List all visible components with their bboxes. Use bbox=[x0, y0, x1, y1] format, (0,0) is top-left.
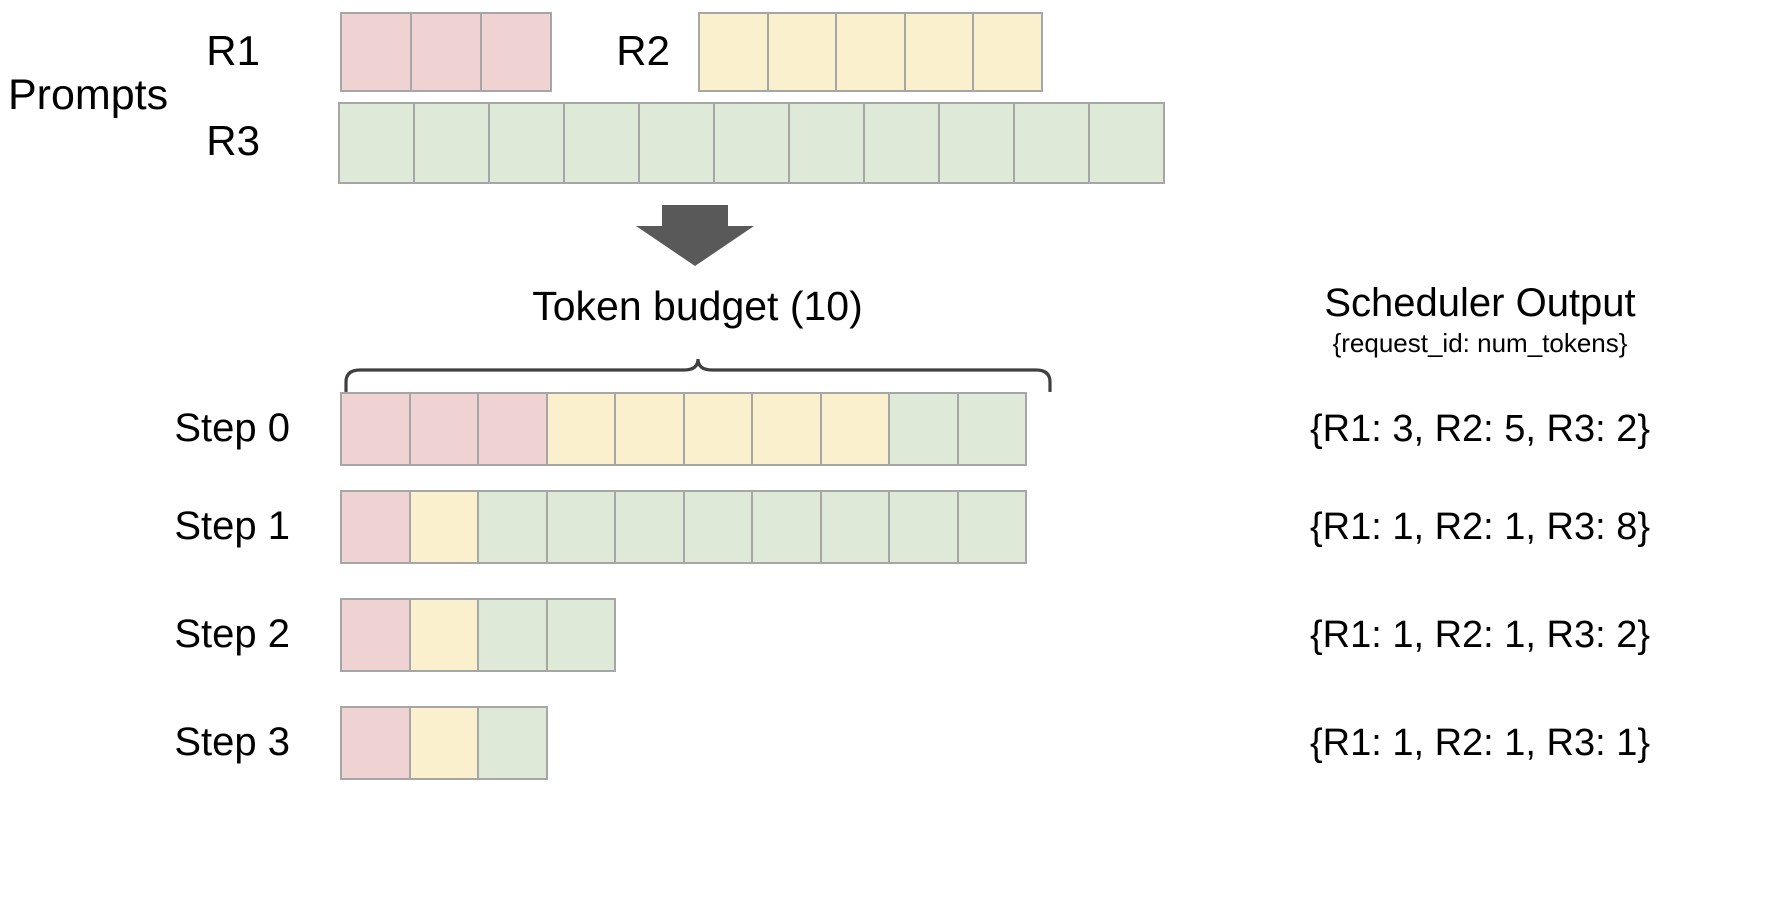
step-token-cell-r3 bbox=[956, 392, 1027, 466]
prompt-token-cell-r2 bbox=[835, 12, 906, 92]
step-token-strip-0 bbox=[340, 392, 1027, 466]
prompt-token-cell-r2 bbox=[766, 12, 837, 92]
prompt-token-cell-r3 bbox=[863, 102, 940, 184]
prompt-token-cell-r3 bbox=[488, 102, 565, 184]
step-token-cell-r2 bbox=[408, 706, 479, 780]
prompt-token-strip-r2 bbox=[698, 12, 1043, 92]
scheduler-output-title: Scheduler Output bbox=[1324, 281, 1636, 325]
step-token-strip-1 bbox=[340, 490, 1027, 564]
step-token-cell-r2 bbox=[408, 490, 479, 564]
prompt-token-cell-r3 bbox=[1013, 102, 1090, 184]
prompt-token-cell-r3 bbox=[338, 102, 415, 184]
prompt-token-strip-r1 bbox=[340, 12, 552, 92]
request-label-r3: R3 bbox=[206, 117, 260, 164]
step-token-cell-r2 bbox=[682, 392, 753, 466]
scheduler-output-row-1: {R1: 1, R2: 1, R3: 8} bbox=[1309, 506, 1651, 548]
step-token-cell-r3 bbox=[682, 490, 753, 564]
step-token-cell-r1 bbox=[340, 392, 411, 466]
request-label-r2: R2 bbox=[616, 27, 670, 74]
step-token-cell-r1 bbox=[340, 598, 411, 672]
step-token-cell-r2 bbox=[614, 392, 685, 466]
step-token-cell-r3 bbox=[819, 490, 890, 564]
step-token-cell-r3 bbox=[477, 598, 548, 672]
prompt-token-cell-r3 bbox=[788, 102, 865, 184]
step-token-cell-r2 bbox=[751, 392, 822, 466]
step-token-cell-r2 bbox=[819, 392, 890, 466]
scheduler-output-row-0: {R1: 3, R2: 5, R3: 2} bbox=[1309, 408, 1651, 450]
prompt-token-cell-r3 bbox=[638, 102, 715, 184]
step-token-cell-r1 bbox=[340, 706, 411, 780]
prompt-token-cell-r3 bbox=[713, 102, 790, 184]
token-budget-label: Token budget (10) bbox=[532, 283, 863, 329]
prompts-section-label: Prompts bbox=[8, 71, 169, 119]
prompt-token-strip-r3 bbox=[338, 102, 1165, 184]
step-token-cell-r3 bbox=[956, 490, 1027, 564]
prompt-token-cell-r2 bbox=[972, 12, 1043, 92]
down-arrow-icon bbox=[634, 205, 756, 267]
prompt-token-cell-r1 bbox=[480, 12, 552, 92]
step-token-cell-r3 bbox=[545, 598, 616, 672]
prompt-token-cell-r2 bbox=[698, 12, 769, 92]
step-token-cell-r3 bbox=[545, 490, 616, 564]
step-token-cell-r1 bbox=[408, 392, 479, 466]
curly-brace-icon bbox=[343, 356, 1053, 392]
step-token-cell-r1 bbox=[340, 490, 411, 564]
prompt-token-cell-r2 bbox=[903, 12, 974, 92]
prompt-token-cell-r1 bbox=[340, 12, 412, 92]
prompt-token-cell-r3 bbox=[563, 102, 640, 184]
step-token-cell-r2 bbox=[408, 598, 479, 672]
step-token-cell-r1 bbox=[477, 392, 548, 466]
step-token-cell-r3 bbox=[477, 490, 548, 564]
prompt-token-cell-r3 bbox=[413, 102, 490, 184]
step-token-cell-r3 bbox=[477, 706, 548, 780]
prompt-token-cell-r3 bbox=[938, 102, 1015, 184]
step-token-cell-r3 bbox=[888, 392, 959, 466]
step-token-cell-r2 bbox=[545, 392, 616, 466]
step-token-cell-r3 bbox=[614, 490, 685, 564]
prompt-token-cell-r3 bbox=[1088, 102, 1165, 184]
scheduler-output-row-2: {R1: 1, R2: 1, R3: 2} bbox=[1309, 614, 1651, 656]
step-label-2: Step 2 bbox=[174, 612, 290, 656]
step-label-3: Step 3 bbox=[174, 720, 290, 764]
step-token-strip-3 bbox=[340, 706, 548, 780]
step-token-cell-r3 bbox=[751, 490, 822, 564]
request-label-r1: R1 bbox=[206, 27, 260, 74]
prompt-token-cell-r1 bbox=[410, 12, 482, 92]
step-label-1: Step 1 bbox=[174, 504, 290, 548]
step-token-strip-2 bbox=[340, 598, 616, 672]
step-label-0: Step 0 bbox=[174, 406, 290, 450]
scheduler-output-row-3: {R1: 1, R2: 1, R3: 1} bbox=[1309, 722, 1651, 764]
step-token-cell-r3 bbox=[888, 490, 959, 564]
scheduler-output-subtitle: {request_id: num_tokens} bbox=[1332, 328, 1628, 358]
